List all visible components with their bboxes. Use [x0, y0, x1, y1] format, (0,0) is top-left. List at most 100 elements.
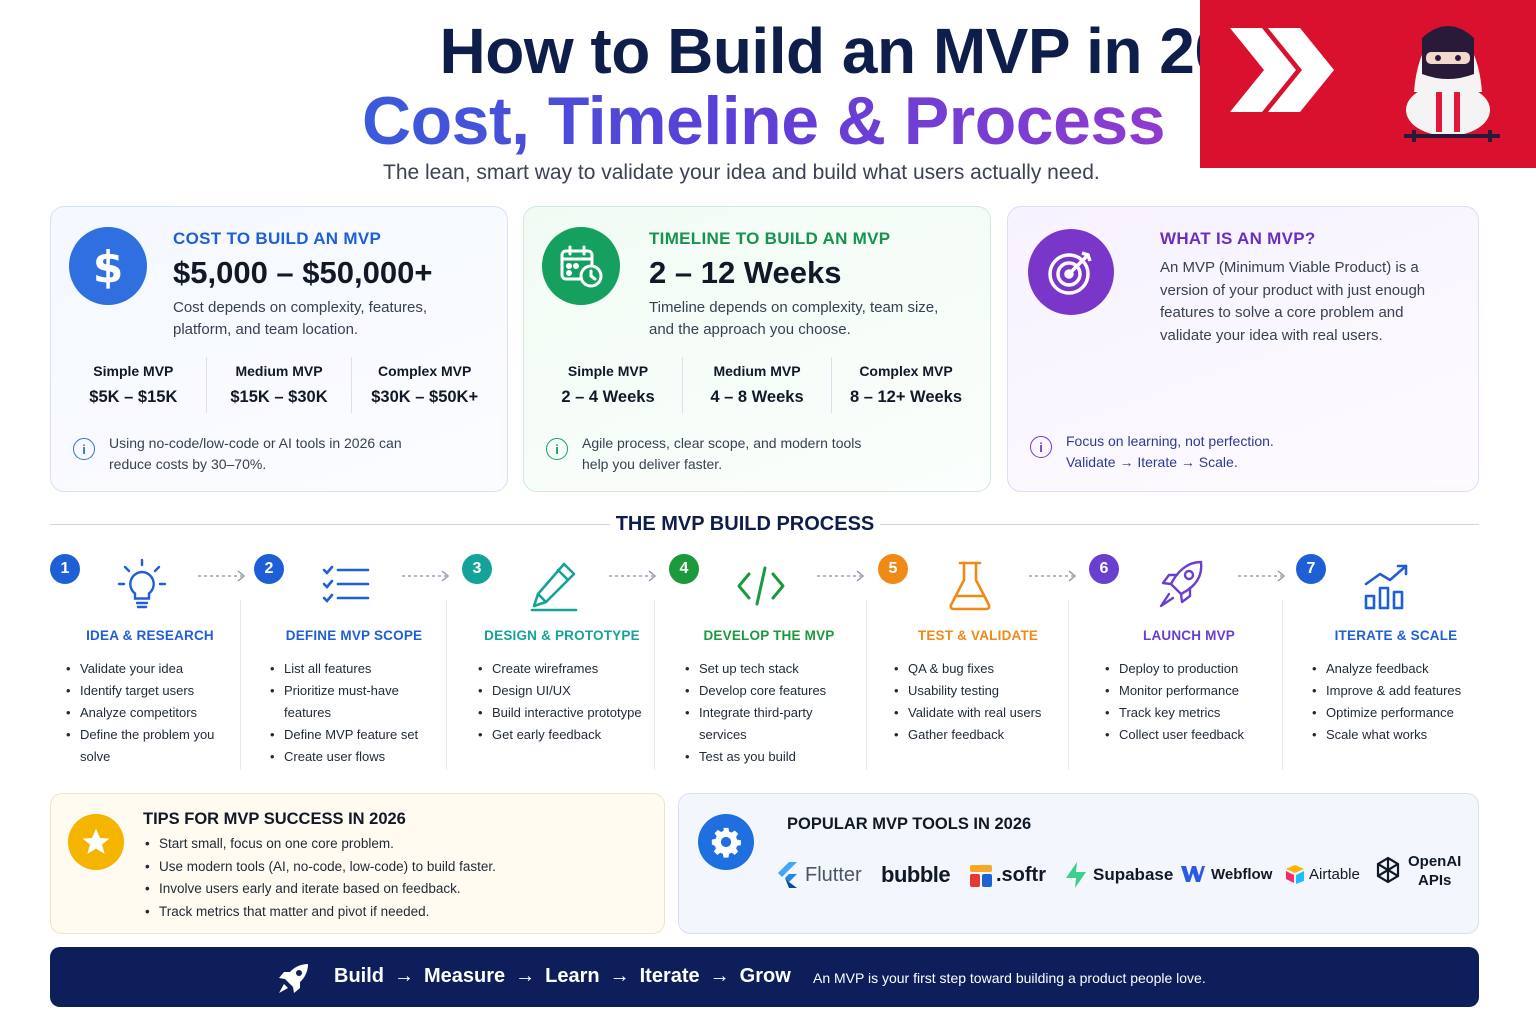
step-separator — [1282, 600, 1283, 770]
banner-cycle: Build → Measure → Learn → Iterate → Grow — [334, 965, 791, 988]
info-icon: i — [1030, 436, 1052, 458]
step-items: Create wireframesDesign UI/UXBuild inter… — [478, 658, 656, 746]
tool-bubble: bubble — [881, 862, 951, 887]
tips-card: TIPS FOR MVP SUCCESS IN 2026 Start small… — [50, 793, 665, 934]
page-subtitle: The lean, smart way to validate your ide… — [383, 161, 1100, 184]
cost-tiers: Simple MVP$5K – $15K Medium MVP$15K – $3… — [61, 357, 497, 413]
step-items: List all featuresPrioritize must-have fe… — [270, 658, 448, 768]
step-item: Analyze competitors — [66, 702, 244, 724]
info-icon: i — [546, 438, 568, 460]
step-item: Integrate third-party services — [685, 702, 863, 746]
gear-icon — [698, 814, 754, 870]
step-item: Get early feedback — [478, 724, 656, 746]
banner-arrow: → — [609, 965, 630, 987]
step-item: Create wireframes — [478, 658, 656, 680]
what-description: An MVP (Minimum Viable Product) is a ver… — [1160, 259, 1426, 344]
step-item: Build interactive prototype — [478, 702, 656, 724]
step-item: Develop core features — [685, 680, 863, 702]
cost-title: COST TO BUILD AN MVP — [173, 229, 382, 248]
step-item: Test as you build — [685, 746, 863, 768]
step-item: List all features — [270, 658, 448, 680]
timeline-description: Timeline depends on complexity, team siz… — [649, 299, 939, 338]
tool-flutter: Flutter — [777, 862, 862, 888]
checklist-icon — [320, 558, 372, 614]
calendar-clock-icon — [542, 227, 620, 305]
step-item: Design UI/UX — [478, 680, 656, 702]
timeline-amount: 2 – 12 Weeks — [649, 255, 842, 290]
step-separator — [1068, 600, 1069, 770]
what-note: i Focus on learning, not perfection.Vali… — [1030, 431, 1458, 473]
step-separator — [654, 600, 655, 770]
supabase-logo-icon — [1066, 862, 1086, 888]
cost-tier-simple: Simple MVP$5K – $15K — [89, 363, 178, 406]
webflow-logo-icon — [1181, 866, 1205, 882]
info-icon: i — [73, 438, 95, 460]
timeline-title: TIMELINE TO BUILD AN MVP — [649, 229, 891, 248]
tools-card: POPULAR MVP TOOLS IN 2026 Flutter bubble… — [678, 793, 1479, 934]
step-items: QA & bug fixesUsability testingValidate … — [894, 658, 1072, 746]
step-item: Track key metrics — [1105, 702, 1283, 724]
banner-step: Learn — [545, 965, 600, 987]
step-item: Scale what works — [1312, 724, 1490, 746]
step-items: Deploy to productionMonitor performanceT… — [1105, 658, 1283, 746]
step-title: ITERATE & SCALE — [1334, 628, 1458, 643]
step-item: Validate with real users — [894, 702, 1072, 724]
cost-note: i Using no-code/low-code or AI tools in … — [73, 433, 487, 475]
step-item: Improve & add features — [1312, 680, 1490, 702]
step-item: QA & bug fixes — [894, 658, 1072, 680]
step-item: Gather feedback — [894, 724, 1072, 746]
step-item: Prioritize must-have features — [270, 680, 448, 724]
flutter-logo-icon — [778, 862, 797, 888]
tip-item: Start small, focus on one core problem. — [145, 833, 645, 856]
banner-step: Build — [334, 965, 384, 987]
step-item: Monitor performance — [1105, 680, 1283, 702]
tip-item: Use modern tools (AI, no-code, low-code)… — [145, 856, 645, 879]
step-item: Usability testing — [894, 680, 1072, 702]
step-item: Analyze feedback — [1312, 658, 1490, 680]
process-title: THE MVP BUILD PROCESS — [610, 513, 880, 536]
banner-step: Measure — [424, 965, 506, 987]
step-title: DEFINE MVP SCOPE — [285, 628, 423, 643]
banner-arrow: → — [394, 965, 414, 987]
step-number: 7 — [1296, 554, 1326, 584]
what-title: WHAT IS AN MVP? — [1160, 229, 1316, 248]
tool-airtable: Airtable — [1285, 864, 1360, 884]
step-arrow-icon — [1236, 568, 1288, 584]
flask-icon — [944, 558, 996, 614]
softr-logo-icon — [970, 864, 992, 887]
step-item: Define the problem you solve — [66, 724, 244, 768]
step-arrow-icon — [815, 568, 867, 584]
page-title-line1: How to Build an MVP in 2026: — [439, 15, 1321, 87]
step-separator — [866, 600, 867, 770]
openai-logo-icon — [1376, 856, 1400, 884]
step-item: Define MVP feature set — [270, 724, 448, 746]
step-item: Collect user feedback — [1105, 724, 1283, 746]
banner-step: Grow — [739, 965, 791, 987]
step-separator — [240, 600, 241, 770]
ninja-mascot-icon — [1404, 26, 1500, 142]
what-is-mvp-card: WHAT IS AN MVP? An MVP (Minimum Viable P… — [1007, 206, 1479, 492]
brand-chevrons-icon — [1230, 26, 1500, 142]
cost-card: $ COST TO BUILD AN MVP $5,000 – $50,000+… — [50, 206, 508, 492]
page-title-line2: Cost, Timeline & Process — [362, 83, 1166, 159]
step-separator — [446, 600, 447, 770]
tool-supabase: Supabase — [1065, 862, 1173, 888]
step-items: Set up tech stackDevelop core featuresIn… — [685, 658, 863, 768]
timeline-note: i Agile process, clear scope, and modern… — [546, 433, 970, 475]
step-number: 2 — [254, 554, 284, 584]
step-arrow-icon — [1027, 568, 1079, 584]
step-arrow-icon — [607, 568, 659, 584]
lightbulb-icon — [116, 558, 168, 614]
tips-title: TIPS FOR MVP SUCCESS IN 2026 — [143, 810, 406, 828]
timeline-card: TIMELINE TO BUILD AN MVP 2 – 12 Weeks Ti… — [523, 206, 991, 492]
step-number: 5 — [878, 554, 908, 584]
